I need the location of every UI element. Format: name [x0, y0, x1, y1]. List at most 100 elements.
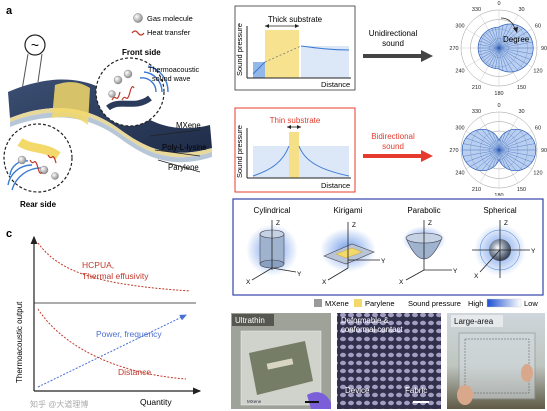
thermo-wave-label: Thermoacoustic — [148, 65, 200, 74]
ac-source-icon — [24, 34, 46, 56]
photo-large-area: Large-area — [447, 313, 545, 409]
polar-angle-label: 90 — [541, 46, 547, 52]
svg-text:Y: Y — [531, 248, 536, 255]
sound-wave-icon — [139, 65, 169, 93]
cylinder-icon: Z X Y — [246, 220, 302, 286]
polar-angle-label: 0 — [497, 103, 500, 109]
svg-text:Z: Z — [352, 222, 356, 229]
polar-angle-label: 150 — [517, 187, 526, 193]
svg-text:X: X — [322, 279, 327, 286]
polar-angle-label: 210 — [472, 85, 481, 91]
polar-angle-label: 0 — [497, 1, 500, 7]
kirigami-icon: Z X Y — [320, 222, 386, 286]
photo2-label: Deformable & — [341, 316, 389, 325]
power-label: Power, frequency — [96, 329, 162, 339]
polar-angle-label: 150 — [517, 85, 526, 91]
rear-side-label: Rear side — [20, 200, 57, 209]
photo2-fabric: Fabric — [405, 386, 427, 395]
svg-text:Z: Z — [504, 220, 508, 227]
layer-pll-label: Poly-L-lysine — [162, 143, 207, 152]
panel-label-c: c — [6, 228, 12, 240]
rear-side-zoom — [3, 123, 73, 193]
svg-text:Y: Y — [453, 268, 458, 275]
polar-angle-label: 60 — [535, 126, 541, 132]
legend-sound: Sound pressure — [408, 299, 461, 308]
thick-y-label: Sound pressure — [235, 23, 244, 76]
panel-a: a ~ Gas molecule Heat transfer Front sid… — [3, 5, 212, 209]
legend-mxene-swatch — [314, 299, 322, 307]
poly-l-lysine-layer — [10, 107, 212, 158]
panel-d: d Ultrathin MXene Deformable & conformal… — [231, 313, 545, 409]
shape-cylindrical: Cylindrical — [254, 206, 291, 215]
polar-angle-label: 300 — [455, 126, 464, 132]
photo2-device: Device — [345, 386, 370, 395]
polar-angle-label: 120 — [533, 69, 542, 75]
legend-mxene: MXene — [325, 299, 349, 308]
polar-angle-label: 240 — [455, 171, 464, 177]
spherical-icon: Z Y X — [472, 220, 536, 280]
thin-title: Thin substrate — [270, 116, 321, 125]
svg-text:X: X — [399, 279, 404, 286]
legend-heat: Heat transfer — [147, 28, 191, 37]
legend-parylene: Parylene — [365, 299, 395, 308]
thin-x-label: Distance — [321, 181, 350, 190]
panel-b: b Thick substrate Sound pressure Distanc… — [234, 1, 547, 196]
bi-label2: sound — [382, 142, 404, 151]
shape-kirigami: Kirigami — [334, 206, 363, 215]
svg-text:Y: Y — [381, 258, 386, 265]
shape-spherical: Spherical — [483, 206, 517, 215]
c-y-label: Thermoacoustic output — [15, 301, 24, 383]
legend-low: Low — [524, 299, 538, 308]
photo1-label: Ultrathin — [235, 316, 265, 325]
parylene-layer — [10, 112, 212, 163]
polar-angle-label: 180 — [494, 91, 503, 97]
hcpua-curve — [37, 242, 191, 292]
polar-angle-label: 300 — [455, 24, 464, 30]
parabolic-icon: Z X Y — [399, 220, 458, 286]
photo-ultrathin: Ultrathin MXene — [231, 313, 331, 409]
layer-parylene-label: Parylene — [168, 163, 199, 172]
hcpua-label: HCPUA, — [82, 260, 114, 270]
polar-angle-label: 270 — [449, 148, 458, 154]
polar-angle-label: 330 — [472, 7, 481, 13]
photo1-tile-text: MXene — [247, 399, 262, 404]
layer-mxene-label: MXene — [176, 121, 201, 130]
shape-parabolic: Parabolic — [407, 206, 440, 215]
svg-text:X: X — [246, 279, 251, 286]
degree-label: Degree — [503, 35, 530, 44]
polar-angle-label: 30 — [518, 7, 524, 13]
svg-text:Y: Y — [297, 271, 302, 278]
thick-title: Thick substrate — [268, 15, 323, 24]
distance-label: Distance — [118, 367, 151, 377]
electrode-strip — [52, 82, 90, 125]
svg-text:X: X — [474, 273, 479, 280]
uni-label2: sound — [382, 39, 404, 48]
hcpua-label2: Thermal effusivity — [82, 271, 149, 281]
ac-symbol: ~ — [31, 37, 39, 53]
photo2-label2: conformal contact — [341, 325, 403, 334]
polar-angle-label: 120 — [533, 171, 542, 177]
panel-label-a: a — [6, 5, 13, 17]
gas-molecule-icon — [133, 13, 143, 23]
watermark: 知乎 @大道理博 — [30, 399, 88, 409]
polar-angle-label: 270 — [449, 46, 458, 52]
thick-x-label: Distance — [321, 80, 350, 89]
panel-c: c Thermoacoustic output Quantity HCPUA, … — [6, 228, 202, 409]
photo-deformable: Deformable & conformal contact Device Fa… — [337, 313, 441, 409]
uni-label: Unidirectional — [369, 29, 418, 38]
svg-text:Z: Z — [428, 220, 432, 227]
polar-angle-label: 60 — [535, 24, 541, 30]
distance-curve — [37, 308, 187, 380]
legend-gas: Gas molecule — [147, 14, 193, 23]
shapes-legend: MXene Parylene Sound pressure High Low — [314, 298, 538, 308]
sound-pressure-colorbar — [486, 298, 522, 308]
polar-angle-label: 90 — [541, 148, 547, 154]
heat-transfer-icon — [131, 30, 145, 36]
legend-parylene-swatch — [354, 299, 362, 307]
power-line — [37, 314, 187, 388]
polar-angle-label: 330 — [472, 109, 481, 115]
legend-high: High — [468, 299, 483, 308]
